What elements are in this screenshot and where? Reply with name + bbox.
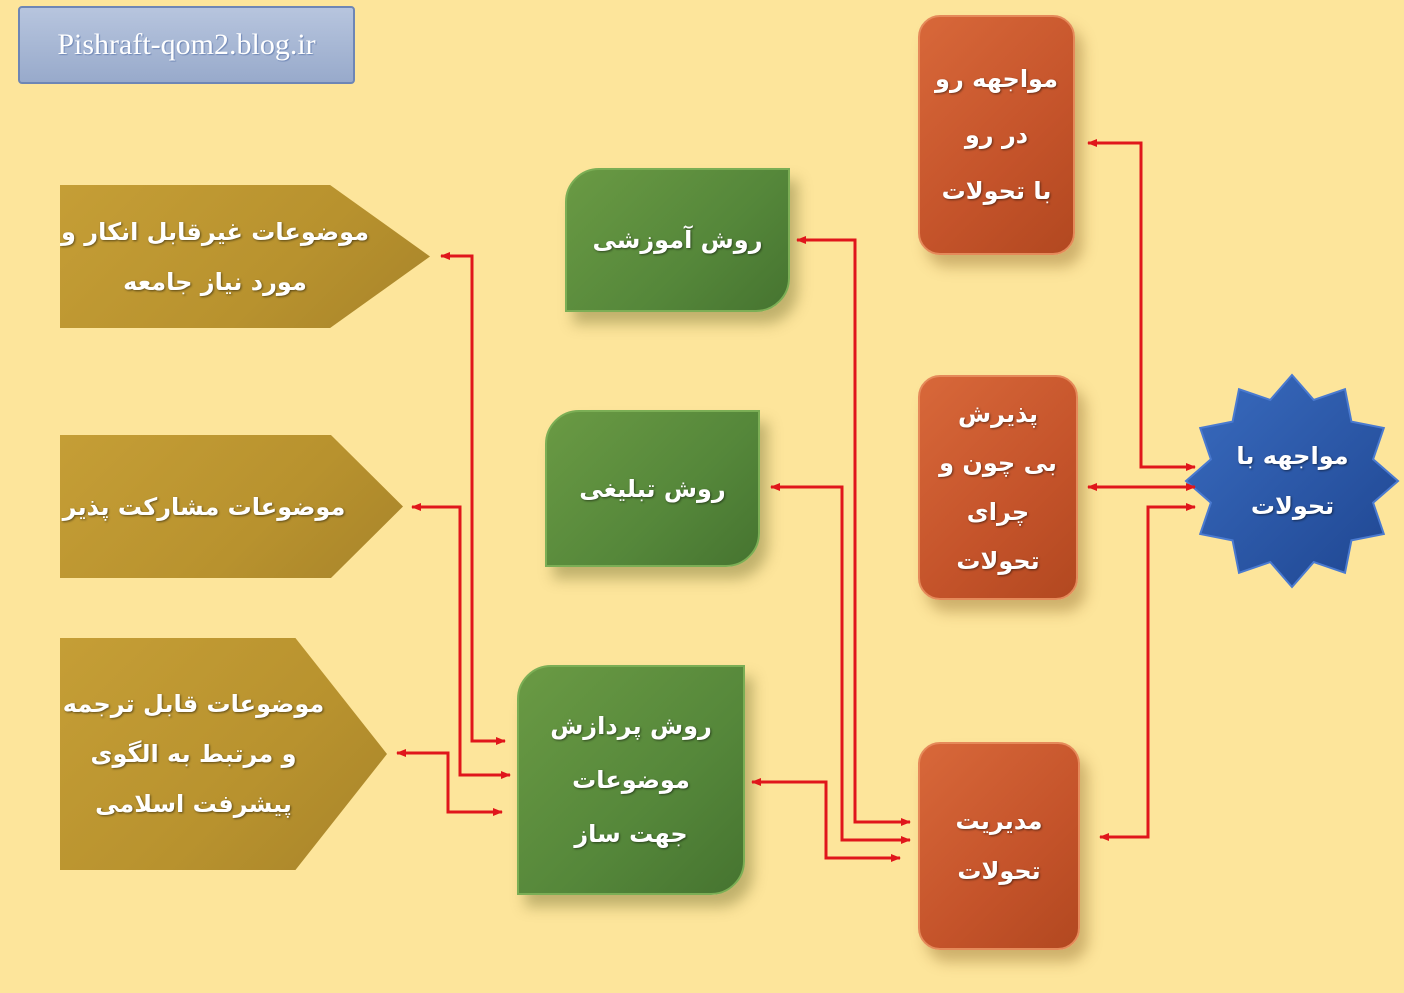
connector-arrow [1099,503,1196,841]
node-line: موضوعات غیرقابل انکار و [61,217,369,246]
connector-arrow [1087,139,1196,471]
node-line: موضوعات [572,766,690,794]
connector-arrow [440,252,506,745]
node-line: در رو [964,121,1029,149]
node-line: جهت ساز [574,820,688,848]
node-line: تحولات [956,546,1040,575]
center-line: تحولات [1250,492,1335,520]
node-face-to-face: مواجهه رو در رو با تحولات [918,15,1075,255]
connector-arrow [770,483,911,844]
star-polygon [1184,373,1400,589]
center-node-face-changes: مواجهه با تحولات [1205,425,1380,537]
node-line: مورد نیاز جامعه [123,267,307,296]
center-line: مواجهه با [1236,442,1349,470]
node-line: با تحولات [941,177,1052,205]
website-banner: Pishraft-qom2.blog.ir [18,6,355,84]
connector-arrow [396,749,503,816]
node-line: مدیریت [955,807,1043,835]
node-line: روش تبلیغی [579,474,726,503]
node-line: مواجهه رو [935,65,1058,93]
node-line: چرای [966,497,1030,526]
node-line: روش پردازش [550,712,712,740]
node-promotional-method: روش تبلیغی [545,410,760,567]
node-change-management: مدیریت تحولات [918,742,1080,950]
node-line: موضوعات مشارکت پذیر [62,492,346,521]
node-line: پیشرفت اسلامی [95,790,292,818]
node-participatory-topics: موضوعات مشارکت پذیر [60,435,403,578]
node-educational-method: روش آموزشی [565,168,790,312]
node-line: بی چون و [939,448,1057,477]
connector-arrow [751,778,901,862]
node-line: پذیرش [958,399,1038,428]
node-line: روش آموزشی [592,226,763,254]
node-line: و مرتبط به الگوی [90,740,297,768]
connector-arrow [796,236,911,826]
node-line: تحولات [957,857,1041,885]
connector-arrow [411,503,511,779]
node-topic-processing-method: روش پردازش موضوعات جهت ساز [517,665,745,895]
node-unconditional-acceptance: پذیرش بی چون و چرای تحولات [918,375,1078,600]
banner-text: Pishraft-qom2.blog.ir [57,28,316,61]
node-line: موضوعات قابل ترجمه [62,690,325,718]
